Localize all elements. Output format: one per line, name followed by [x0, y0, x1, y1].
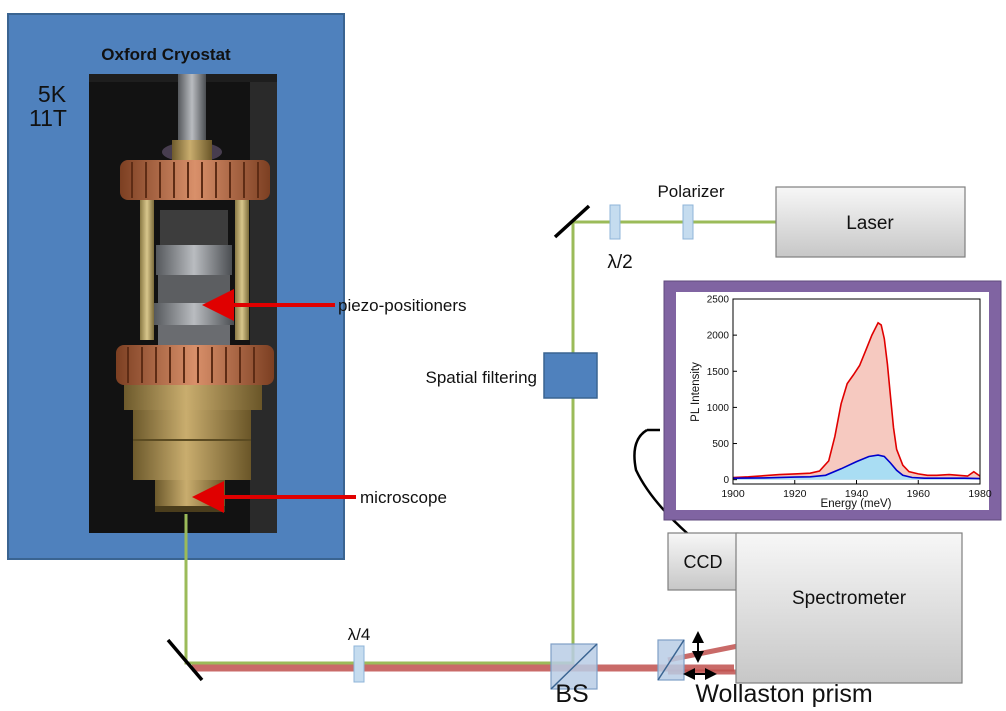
wollaston-prism	[657, 639, 685, 681]
y-tick-label: 2000	[707, 331, 730, 342]
top-mirror	[553, 204, 591, 239]
piezo-label: piezo-positioners	[338, 296, 467, 315]
series-1-area	[733, 455, 980, 480]
ccd-box	[667, 532, 739, 591]
cryostat-title: Oxford Cryostat	[101, 45, 231, 64]
cryostat: Oxford Cryostat 5K 11T	[7, 13, 467, 560]
spectrometer-label: Spectrometer	[792, 588, 907, 609]
laser-label: Laser	[846, 213, 894, 234]
y-tick-label: 2500	[707, 295, 730, 306]
spectrometer-box	[735, 532, 963, 684]
sample-insert-photo	[89, 74, 277, 533]
y-tick-label: 500	[712, 439, 729, 450]
quarter-waveplate-label: λ/4	[348, 625, 371, 644]
spatial-filter-label: Spatial filtering	[425, 368, 537, 387]
y-tick-label: 0	[723, 475, 729, 486]
chart-xlabel: Energy (meV)	[821, 498, 892, 510]
quarter-waveplate	[353, 645, 365, 683]
polarizer	[682, 204, 694, 240]
x-tick-label: 1960	[907, 488, 931, 500]
x-tick-label: 1920	[783, 488, 807, 500]
bottom-left-mirror	[166, 638, 204, 682]
x-tick-label: 1900	[721, 488, 745, 500]
polarizer-label: Polarizer	[657, 182, 724, 201]
half-waveplate-label: λ/2	[607, 252, 632, 273]
chart-ylabel: PL Intensity	[690, 362, 702, 422]
beam-splitter-label: BS	[555, 680, 588, 708]
spatial-filter	[543, 352, 598, 399]
x-tick-label: 1940	[845, 488, 869, 500]
cryostat-temperature: 5K	[38, 81, 67, 107]
x-tick-label: 1980	[968, 488, 992, 500]
microscope-label: microscope	[360, 488, 447, 507]
pl-spectrum-chart: 1900 1920 1940 1960 1980 0 500 1000 1500 2000 2500…	[690, 295, 992, 511]
y-tick-label: 1500	[707, 367, 730, 378]
ccd-label: CCD	[684, 552, 723, 572]
wollaston-label: Wollaston prism	[695, 680, 872, 708]
beam-splitter	[550, 643, 598, 690]
series-1-line	[732, 454, 981, 480]
series-0-area	[733, 322, 980, 480]
series-0-line	[732, 321, 981, 479]
y-tick-label: 1000	[707, 403, 730, 414]
cryostat-field: 11T	[29, 105, 67, 131]
laser-box	[775, 186, 966, 258]
half-waveplate	[609, 204, 621, 240]
